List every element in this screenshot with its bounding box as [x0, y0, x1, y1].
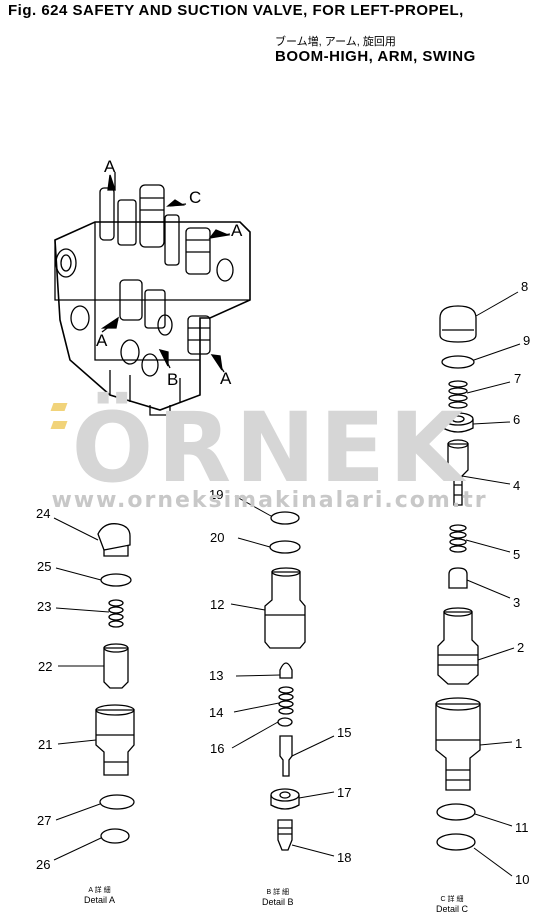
watermark-brand: ÖRNEK — [71, 392, 468, 504]
part-21-body — [95, 704, 135, 776]
part-number-4: 4 — [513, 478, 520, 493]
part-7-spring — [448, 380, 468, 409]
part-number-15: 15 — [337, 725, 351, 740]
part-number-19: 19 — [209, 487, 223, 502]
part-number-13: 13 — [209, 668, 223, 683]
part-8-cap — [439, 305, 477, 343]
valve-assembly-drawing — [54, 184, 251, 416]
part-23-spring — [108, 599, 124, 628]
part-number-20: 20 — [210, 530, 224, 545]
detail-b-caption: B 詳 細 Detail B — [262, 887, 294, 907]
part-10-oring — [436, 833, 476, 851]
part-number-9: 9 — [523, 333, 530, 348]
callout-a-left: A — [96, 331, 108, 350]
watermark-url: www.orneksimakinalari.com.tr — [51, 488, 488, 513]
part-number-25: 25 — [37, 559, 51, 574]
part-6-nut — [442, 412, 474, 433]
detail-b-caption-japanese: B 詳 細 — [266, 889, 290, 896]
part-2-sleeve — [437, 607, 479, 685]
callout-c: C — [189, 188, 201, 207]
part-number-10: 10 — [515, 872, 529, 887]
part-number-3: 3 — [513, 595, 520, 610]
part-number-6: 6 — [513, 412, 520, 427]
part-22-sleeve — [103, 643, 129, 689]
detail-c-caption: C 詳 細 Detail C — [436, 894, 468, 914]
detail-a-caption-label: Detail A — [84, 895, 116, 905]
callout-arrows — [100, 172, 231, 373]
part-24-cap — [97, 523, 131, 557]
detail-a-caption: A 詳 細 Detail A — [84, 885, 115, 905]
callout-a-bottom: A — [220, 369, 232, 388]
part-26-oring — [100, 828, 130, 844]
part-15-piston — [279, 735, 293, 777]
part-18-screw — [277, 819, 293, 851]
part-12-plug — [264, 567, 306, 649]
part-27-oring — [99, 794, 135, 810]
part-number-23: 23 — [37, 599, 51, 614]
part-number-7: 7 — [514, 371, 521, 386]
part-number-5: 5 — [513, 547, 520, 562]
part-20-oring — [269, 540, 301, 554]
callout-a-right: A — [231, 221, 243, 240]
part-16-oring — [277, 717, 293, 727]
part-number-18: 18 — [337, 850, 351, 865]
part-19-oring — [270, 511, 300, 525]
detail-c-parts — [435, 305, 481, 851]
part-number-16: 16 — [210, 741, 224, 756]
part-number-2: 2 — [517, 640, 524, 655]
part-number-8: 8 — [521, 279, 528, 294]
part-11-oring — [436, 803, 476, 821]
part-17-nut — [270, 788, 300, 810]
part-number-17: 17 — [337, 785, 351, 800]
part-number-1: 1 — [515, 736, 522, 751]
part-number-14: 14 — [209, 705, 223, 720]
part-3-poppet — [448, 567, 468, 589]
part-25-oring — [100, 573, 132, 587]
part-number-21: 21 — [38, 737, 52, 752]
part-number-22: 22 — [38, 659, 52, 674]
detail-b-parts — [264, 511, 306, 851]
part-number-24: 24 — [36, 506, 50, 521]
part-4-poppet — [447, 439, 469, 506]
figure-subtitle: BOOM-HIGH, ARM, SWING — [275, 48, 476, 65]
leader-lines — [53, 291, 521, 877]
part-1-body — [435, 697, 481, 791]
part-number-11: 11 — [515, 820, 529, 835]
figure-title: Fig. 624 SAFETY AND SUCTION VALVE, FOR L… — [8, 2, 464, 19]
callout-a-top: A — [104, 157, 116, 176]
part-number-12: 12 — [210, 597, 224, 612]
callout-b: B — [167, 370, 178, 389]
figure-title-japanese: ブーム増, アーム, 旋回用 — [275, 36, 396, 48]
detail-a-caption-japanese: A 詳 細 — [88, 887, 111, 894]
detail-b-caption-label: Detail B — [262, 897, 294, 907]
detail-a-parts — [95, 523, 135, 844]
part-number-27: 27 — [37, 813, 51, 828]
detail-c-caption-japanese: C 詳 細 — [440, 896, 464, 903]
part-9-oring — [441, 355, 475, 369]
part-14-spring — [278, 686, 294, 715]
part-number-26: 26 — [36, 857, 50, 872]
part-number-labels: 8 9 7 6 4 5 3 2 1 11 10 19 20 12 13 14 1… — [36, 279, 530, 887]
detail-c-caption-label: Detail C — [436, 904, 469, 914]
part-5-spring — [449, 524, 467, 553]
part-13-poppet — [279, 662, 293, 679]
